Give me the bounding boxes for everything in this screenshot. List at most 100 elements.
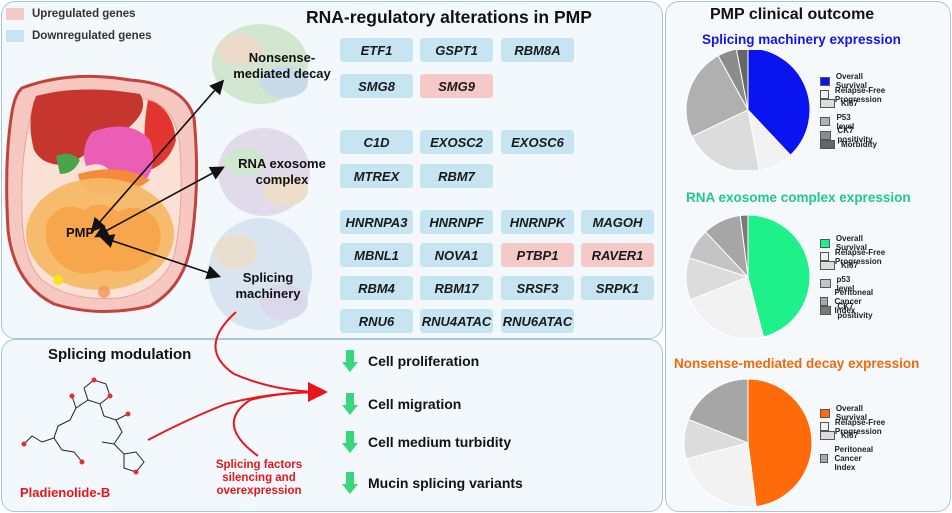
legend-label: Overall Survival [835, 72, 867, 90]
gene-box: RBM7 [420, 164, 493, 188]
legend-swatch [820, 76, 830, 86]
gene-box-upregulated: SMG9 [420, 74, 493, 98]
outcome-label: Cell medium turbidity [368, 434, 512, 450]
pie-slice-peritoneal-cancer-index [687, 378, 749, 444]
legend-swatch [820, 279, 831, 288]
legend-downregulated: Downregulated genes [6, 30, 152, 42]
pie-slice-p53-level [685, 54, 749, 138]
legend-label: CK7 positivity [837, 126, 873, 144]
gene-box: RBM8A [501, 38, 574, 62]
gene-box: SRSF3 [501, 276, 574, 300]
gene-box: RNU6ATAC [501, 309, 574, 333]
gene-box: HNRNPF [420, 210, 493, 234]
arrow-to-splicing [99, 234, 222, 280]
legend-label: Ki67 [841, 261, 858, 270]
modulation-arrows [147, 311, 328, 457]
pie-legend-item: Relapse-Free Progression [820, 418, 888, 436]
arrow-from-factors [233, 391, 325, 457]
gene-box: RNU4ATAC [420, 309, 493, 333]
pmp-label: PMP [66, 225, 95, 240]
legend-down-swatch [6, 30, 24, 42]
legend-label: Overall Survival [835, 404, 867, 422]
pie-slice-overall-survival [747, 47, 811, 156]
pie-legend-item: CK7 positivity [820, 302, 876, 320]
legend-swatch [820, 130, 832, 140]
pmp-spot [53, 275, 63, 285]
legend-label: P53 level [836, 112, 855, 131]
main-title: RNA-regulatory alterations in PMP [306, 7, 592, 27]
pie-slice-relapse-free-progression [689, 276, 765, 340]
modulation-title: Splicing modulation [48, 346, 192, 363]
pie-legend-item: Ki67 [820, 99, 858, 108]
pie-legend-item: Ki67 [820, 261, 858, 270]
pie-legend-item: CK7 positivity [820, 126, 876, 144]
legend-label: p53 level [836, 274, 855, 293]
legend-swatch [820, 117, 831, 126]
legend-swatch [820, 422, 829, 431]
legend-swatch [820, 99, 835, 108]
legend-down-label: Downregulated genes [32, 30, 152, 42]
legend-swatch [820, 408, 830, 418]
gene-box: MTREX [340, 164, 413, 188]
arrow-from-splicing [214, 311, 328, 402]
pie-svg [685, 214, 811, 340]
pie-legend-item: Relapse-Free Progression [820, 248, 888, 266]
outcome-label: Mucin splicing variants [368, 475, 523, 491]
gene-box: ETF1 [340, 38, 413, 62]
legend-label: Morbidity [841, 139, 877, 149]
gene-box: HNRNPK [501, 210, 574, 234]
category-nmd: Nonsense- mediated decay [233, 50, 331, 81]
legend-swatch [820, 261, 835, 270]
pie-chart-nmd [678, 378, 818, 508]
pie-title-nmd: Nonsense-mediated decay expression [674, 356, 920, 371]
outcome-cell-turbidity: Cell medium turbidity [342, 431, 511, 453]
pie-slice-overall-survival [747, 214, 811, 338]
outcome-cell-migration: Cell migration [342, 393, 461, 415]
pie-legend-item: Peritoneal Cancer Index [820, 288, 880, 315]
gene-box-upregulated: RAVER1 [581, 243, 654, 267]
pie-legend-item: p53 level [820, 275, 859, 293]
gene-box: EXOSC6 [501, 130, 574, 154]
legend-label: Ki67 [841, 431, 858, 440]
gene-box: NOVA1 [420, 243, 493, 267]
legend-swatch [820, 453, 829, 463]
exosome-structure [218, 128, 310, 216]
pie-legend-item: Overall Survival [820, 234, 872, 252]
gene-box-upregulated: PTBP1 [501, 243, 574, 267]
outcome-cell-proliferation: Cell proliferation [342, 350, 479, 372]
pie-legend-item: Overall Survival [820, 72, 872, 90]
gene-box: SMG8 [340, 74, 413, 98]
outcome-mucin-variants: Mucin splicing variants [342, 472, 523, 494]
gene-box: RBM17 [420, 276, 493, 300]
pie-slice-relapse-free-progression [685, 442, 757, 508]
pie-svg [685, 47, 811, 173]
legend-label: Relapse-Free Progression [834, 85, 886, 104]
gene-box: GSPT1 [420, 38, 493, 62]
pie-title-exosome: RNA exosome complex expression [686, 190, 911, 205]
pie-legend-item: P53 level [820, 113, 859, 131]
pmp-arrows [90, 79, 225, 280]
legend-swatch [820, 306, 832, 315]
arrow-to-exosome [94, 166, 225, 238]
down-arrow-icon [342, 431, 358, 453]
nmd-structure [212, 24, 308, 104]
legend-swatch [820, 431, 835, 440]
legend-label: CK7 positivity [837, 301, 873, 320]
gene-box: EXOSC2 [420, 130, 493, 154]
legend-label: Relapse-Free Progression [834, 247, 886, 266]
legend-up-swatch [6, 8, 24, 20]
pie-legend-item: Peritoneal Cancer Index [820, 445, 880, 472]
clinical-title: PMP clinical outcome [710, 6, 875, 23]
down-arrow-icon [342, 350, 358, 372]
pie-legend-item: Overall Survival [820, 404, 872, 422]
pie-chart-splicing [678, 47, 818, 173]
gene-box: RBM4 [340, 276, 413, 300]
category-splicing: Splicing machinery [235, 270, 301, 301]
legend-label: Overall Survival [835, 234, 867, 252]
gene-box: C1D [340, 130, 413, 154]
protein-structures [208, 24, 312, 330]
gene-box: RNU6 [340, 309, 413, 333]
legend-label: Relapse-Free Progression [834, 417, 886, 436]
pie-legend-item: Ki67 [820, 431, 858, 440]
pie-slice-overall-survival [747, 378, 813, 508]
